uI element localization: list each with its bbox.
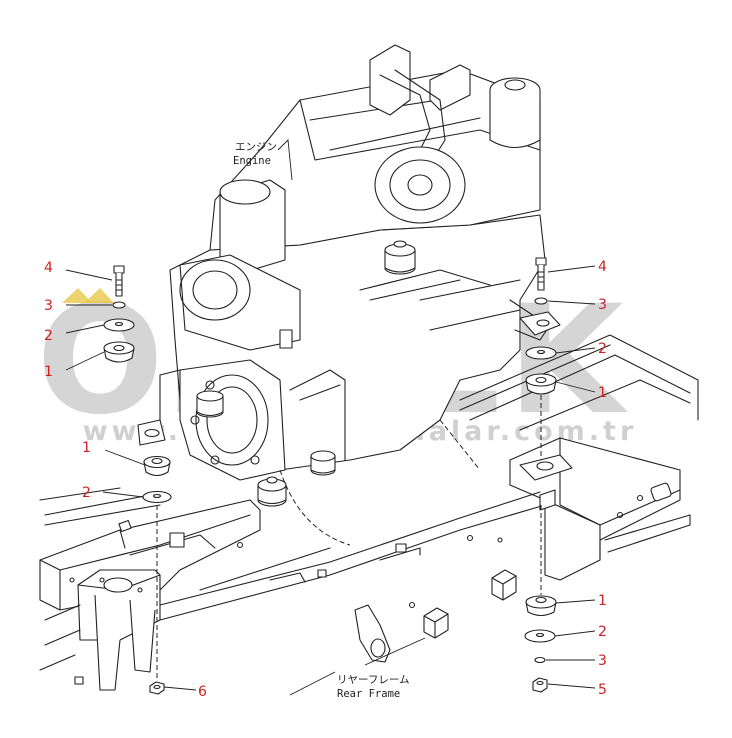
callout-3-left[interactable]: 3 xyxy=(44,298,53,314)
callout-4-left[interactable]: 4 xyxy=(44,260,53,276)
engine-label-en: Engine xyxy=(233,155,271,167)
callout-2-right[interactable]: 2 xyxy=(598,341,607,357)
lock-washer-bottom xyxy=(534,656,546,664)
mount-lower-mid xyxy=(310,450,336,476)
mount-lower-left xyxy=(257,476,287,507)
nut-5 xyxy=(532,677,548,693)
rear-frame-label-en: Rear Frame xyxy=(337,688,400,700)
callout-1-lower[interactable]: 1 xyxy=(82,440,91,456)
callout-2-bottom[interactable]: 2 xyxy=(598,624,607,640)
nut-6 xyxy=(149,681,165,695)
mount-upper-center xyxy=(384,240,416,275)
right-stack xyxy=(524,257,557,693)
watermark-accent-mark xyxy=(62,288,92,303)
rubber-mount-lower xyxy=(143,455,171,477)
callout-3-right[interactable]: 3 xyxy=(598,297,607,313)
callout-5[interactable]: 5 xyxy=(598,682,607,698)
mount-left-side xyxy=(196,390,224,418)
engine-mounts xyxy=(137,240,573,511)
rear-frame xyxy=(39,487,546,691)
bolt-right xyxy=(535,257,547,291)
lock-washer-left xyxy=(112,301,126,309)
part-labels: エンジン Engine リヤーフレーム Rear Frame xyxy=(233,141,410,700)
callout-4-right[interactable]: 4 xyxy=(598,259,607,275)
callouts: 4 3 2 1 1 2 6 4 3 2 1 1 2 3 5 xyxy=(44,259,607,700)
callout-3-bottom[interactable]: 3 xyxy=(598,653,607,669)
engine-label-jp: エンジン xyxy=(235,141,277,153)
rubber-mount-right xyxy=(525,373,557,395)
leader-lines xyxy=(65,139,596,696)
plate-washer-left xyxy=(103,318,135,332)
plate-washer-lower xyxy=(142,490,172,504)
callout-1-left[interactable]: 1 xyxy=(44,364,53,380)
callout-6[interactable]: 6 xyxy=(198,684,207,700)
left-stack xyxy=(103,265,172,695)
rubber-mount-left xyxy=(103,341,135,363)
bolt-left xyxy=(113,265,125,297)
rear-frame-label-jp: リヤーフレーム xyxy=(337,674,410,686)
lock-washer-right xyxy=(534,297,548,305)
callout-1-right[interactable]: 1 xyxy=(598,385,607,401)
engine xyxy=(169,44,549,546)
callout-1-bottom[interactable]: 1 xyxy=(598,593,607,609)
rubber-mount-bottom xyxy=(525,595,557,617)
plate-washer-right xyxy=(525,346,557,360)
plate-washer-bottom xyxy=(524,629,556,643)
callout-2-lower[interactable]: 2 xyxy=(82,485,91,501)
watermark-accent-mark-2 xyxy=(84,288,114,303)
callout-2-left[interactable]: 2 xyxy=(44,328,53,344)
